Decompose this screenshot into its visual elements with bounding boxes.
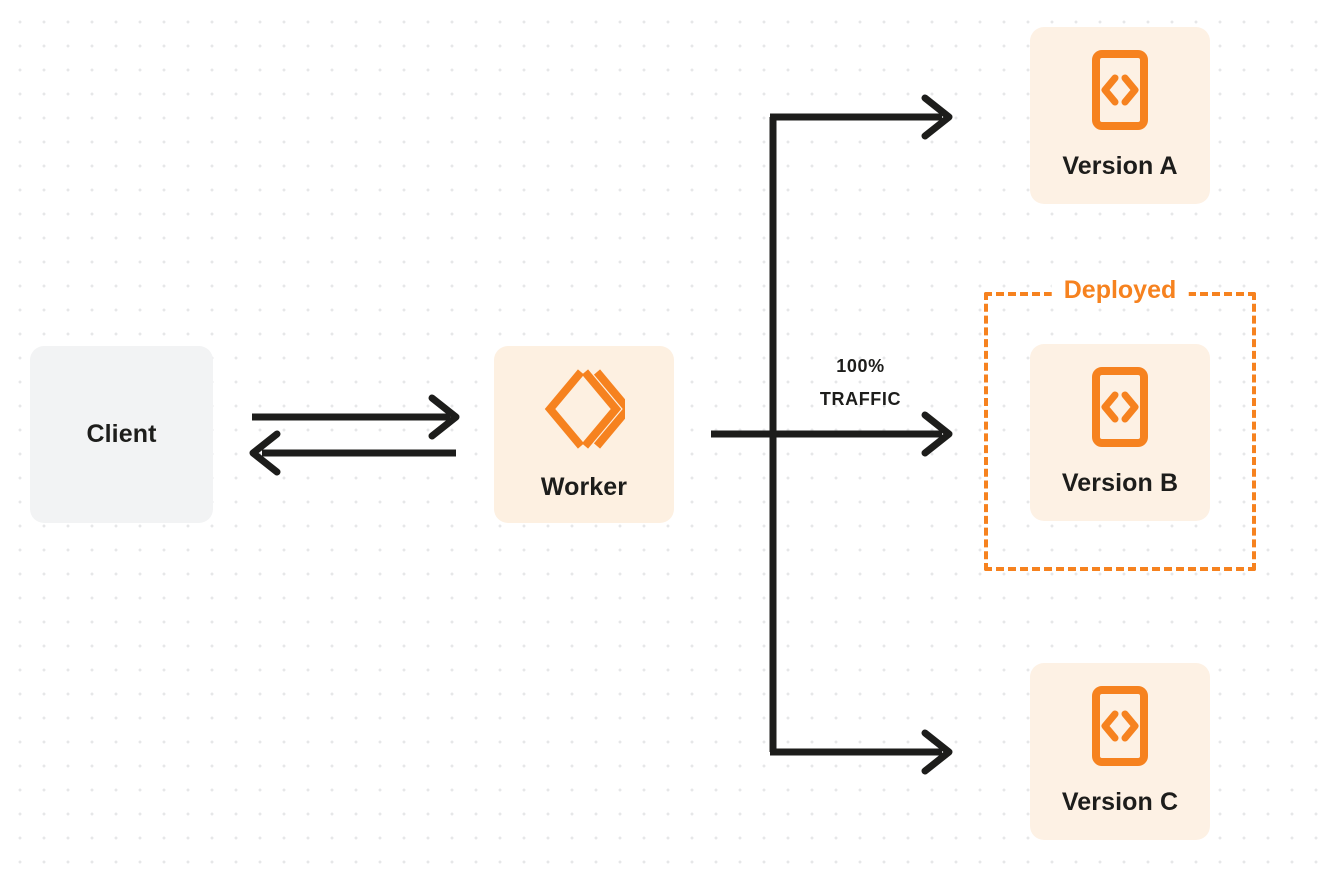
node-version-a[interactable]: Version A	[1030, 27, 1210, 204]
node-version-b-label: Version B	[1061, 469, 1179, 497]
node-version-b[interactable]: Version B	[1030, 344, 1210, 521]
group-deployed: Deployed	[984, 278, 1256, 571]
node-version-c[interactable]: Version C	[1030, 663, 1210, 840]
node-version-c-label: Version C	[1061, 788, 1179, 816]
edge-worker-to-version-b	[711, 411, 953, 457]
edge-worker-to-version-a	[770, 94, 953, 140]
traffic-unit: TRAFFIC	[819, 389, 902, 410]
node-client[interactable]: Client	[30, 346, 213, 523]
code-brackets-icon	[1092, 50, 1148, 130]
code-brackets-icon	[1092, 367, 1148, 447]
node-client-label: Client	[86, 420, 157, 448]
traffic-annotation: 100% TRAFFIC	[783, 350, 938, 417]
code-brackets-icon	[1092, 686, 1148, 766]
node-worker-label: Worker	[540, 473, 628, 501]
edge-client-to-worker	[252, 394, 460, 440]
edge-worker-to-version-c	[770, 729, 953, 775]
node-version-a-label: Version A	[1062, 152, 1178, 180]
group-deployed-label: Deployed	[1051, 278, 1189, 303]
traffic-percent: 100%	[836, 356, 885, 376]
cloudflare-workers-logo-icon	[543, 367, 634, 451]
edge-worker-to-client	[249, 430, 456, 476]
node-worker[interactable]: Worker	[494, 346, 674, 523]
